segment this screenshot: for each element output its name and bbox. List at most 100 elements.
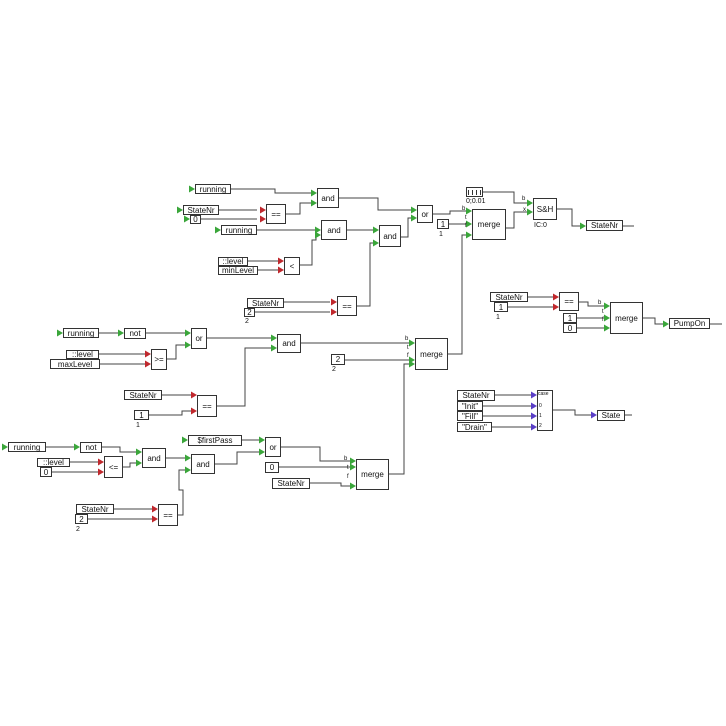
constant-one-block[interactable]: 1 (437, 219, 449, 229)
constant-one-block-4[interactable]: 1 (134, 410, 149, 420)
not-block-2[interactable]: not (80, 442, 102, 453)
greater-equal-block[interactable]: >= (151, 349, 167, 370)
and-block-5[interactable]: and (142, 448, 166, 468)
merge-3-b-label: b (405, 336, 409, 342)
merge-4-t-label: t (347, 465, 349, 471)
pumpon-output-block[interactable]: PumpOn (669, 318, 710, 329)
wire (433, 210, 466, 215)
init-string-block[interactable]: "Init" (457, 401, 483, 411)
constant-two-label: 2 (245, 318, 249, 325)
statenr-input-block-2[interactable]: StateNr (247, 298, 284, 308)
statenr-input-block-3[interactable]: StateNr (490, 292, 528, 302)
wire (389, 363, 410, 475)
port-arrow (531, 402, 537, 410)
merge-3-t-label: t (407, 345, 409, 351)
port-arrow (531, 423, 537, 431)
minlevel-input-block[interactable]: minLevel (218, 266, 258, 275)
constant-zero-block-2[interactable]: 0 (563, 323, 577, 333)
running-input-block-2[interactable]: running (221, 225, 257, 235)
port-arrow (409, 339, 415, 347)
running-input-block-4[interactable]: running (8, 442, 46, 452)
merge-block-4[interactable]: merge (356, 459, 389, 490)
merge-block-3[interactable]: merge (415, 338, 448, 370)
merge-2-b-label: b (598, 300, 602, 306)
and-block-4[interactable]: and (277, 334, 301, 353)
equals-block-3[interactable]: == (559, 292, 579, 311)
merge-2-f-label: f (602, 317, 604, 323)
port-arrow (580, 222, 586, 230)
merge-block-1[interactable]: merge (472, 209, 506, 240)
equals-block-5[interactable]: == (158, 504, 178, 526)
case-label: case (538, 391, 549, 397)
wire (643, 317, 664, 325)
statenr-input-block[interactable]: StateNr (183, 205, 219, 215)
sample-hold-block[interactable]: S&H (533, 198, 557, 220)
port-arrow (152, 505, 158, 513)
wire (231, 188, 312, 194)
fill-string-block[interactable]: "Fill" (457, 411, 483, 421)
constant-zero-block-4[interactable]: 0 (265, 462, 279, 473)
port-arrow (409, 360, 415, 368)
constant-zero-block[interactable]: 0 (190, 215, 201, 224)
constant-one-block-2[interactable]: 1 (494, 302, 508, 312)
merge-block-2[interactable]: merge (610, 302, 643, 334)
statenr-input-block-7[interactable]: StateNr (76, 504, 114, 514)
port-arrow (136, 459, 142, 467)
equals-block[interactable]: == (266, 204, 286, 224)
state-output-block[interactable]: State (597, 410, 625, 421)
constant-one-label-2: 1 (496, 314, 500, 321)
equals-block-2[interactable]: == (337, 296, 357, 316)
constant-two-label-2: 2 (332, 366, 336, 373)
level-input-block[interactable]: ::level (218, 257, 248, 266)
and-block-6[interactable]: and (191, 454, 215, 474)
running-input-block[interactable]: running (195, 184, 231, 194)
port-arrow (373, 226, 379, 234)
and-block-1[interactable]: and (317, 188, 339, 208)
firstpass-input-block[interactable]: $firstPass (188, 435, 242, 446)
clock-block[interactable] (466, 187, 483, 197)
constant-two-block-3[interactable]: 2 (75, 514, 88, 524)
statenr-input-block-4[interactable]: StateNr (124, 390, 162, 400)
maxlevel-input-block[interactable]: maxLevel (50, 359, 100, 369)
case-block[interactable] (537, 390, 553, 431)
and-block-3[interactable]: and (379, 225, 401, 247)
port-arrow (350, 463, 356, 471)
statenr-output-block[interactable]: StateNr (586, 220, 623, 231)
wire (167, 344, 186, 360)
wire (339, 197, 412, 211)
equals-block-4[interactable]: == (197, 395, 217, 417)
statenr-input-block-6[interactable]: StateNr (272, 478, 310, 489)
port-arrow (315, 231, 321, 239)
less-equal-block[interactable]: <= (104, 456, 123, 478)
constant-two-label-3: 2 (76, 526, 80, 533)
port-arrow (278, 266, 284, 274)
merge-3-f-label: f (407, 353, 409, 359)
port-arrow (145, 350, 151, 358)
level-input-block-2[interactable]: ::level (66, 350, 99, 359)
less-than-block[interactable]: < (284, 257, 300, 275)
constant-one-block-3[interactable]: 1 (563, 313, 577, 323)
constant-one-label: 1 (439, 231, 443, 238)
wire (149, 410, 192, 416)
constant-two-block-2[interactable]: 2 (331, 354, 345, 365)
merge-1-b-label: b (462, 206, 466, 212)
and-block-2[interactable]: and (321, 220, 347, 240)
case-port-1-label: 1 (539, 413, 542, 419)
port-arrow (531, 391, 537, 399)
port-arrow (184, 215, 190, 223)
statenr-input-block-5[interactable]: StateNr (457, 390, 495, 401)
drain-string-block[interactable]: "Drain" (457, 422, 492, 432)
or-block-3[interactable]: or (265, 437, 281, 457)
wires (46, 188, 722, 520)
or-block-1[interactable]: or (417, 205, 433, 223)
not-block-1[interactable]: not (124, 328, 146, 339)
port-arrow (466, 207, 472, 215)
running-input-block-3[interactable]: running (63, 328, 99, 338)
port-arrow (411, 206, 417, 214)
or-block-2[interactable]: or (191, 328, 207, 349)
level-input-block-3[interactable]: ::level (37, 458, 70, 467)
constant-two-block[interactable]: 2 (244, 308, 255, 317)
port-arrow (411, 214, 417, 222)
wire (557, 208, 580, 227)
constant-zero-block-3[interactable]: 0 (40, 467, 52, 477)
